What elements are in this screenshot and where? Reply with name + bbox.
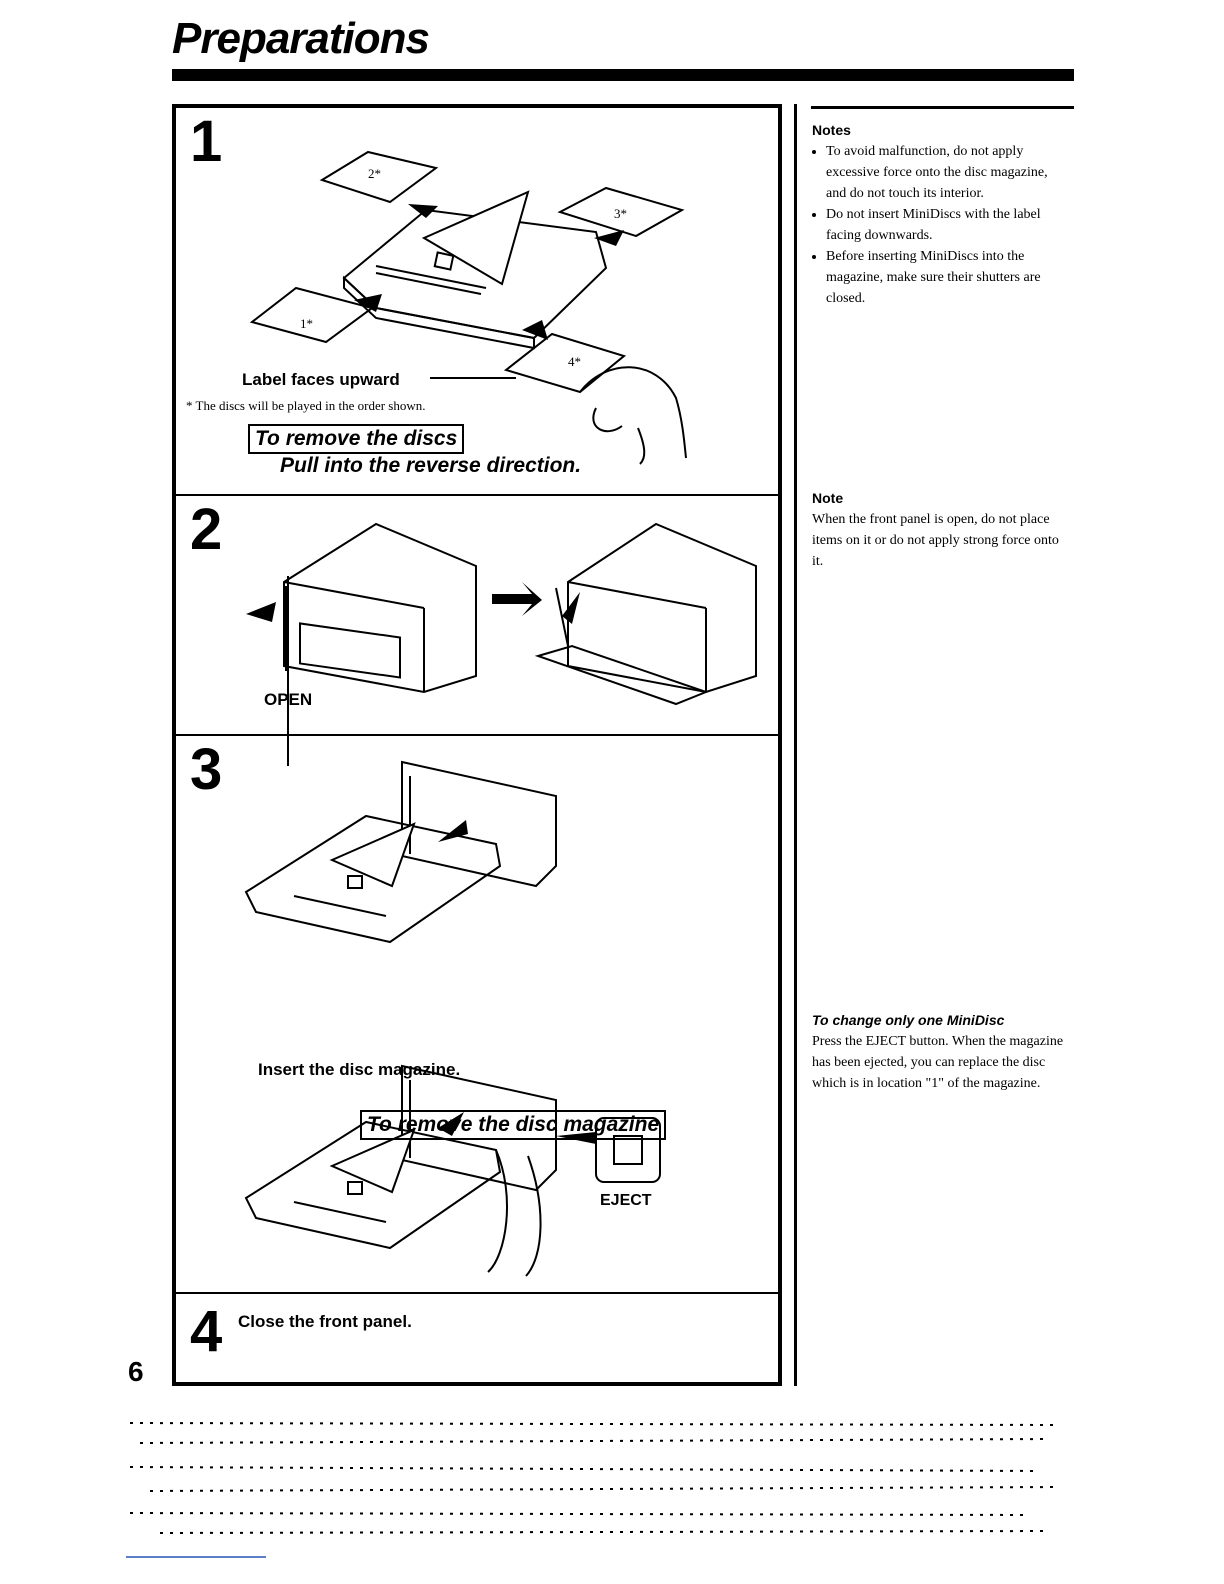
change-minidisc-heading: To change only one MiniDisc	[812, 1012, 1005, 1028]
step-2-number: 2	[190, 497, 223, 562]
step-1-panel: 1	[176, 108, 778, 496]
step-4-number: 4	[190, 1299, 223, 1364]
notes-block: Notes To avoid malfunction, do not apply…	[812, 120, 1067, 309]
label-faces-upward-caption: Label faces upward	[242, 370, 400, 389]
disc-order-footnote: * The discs will be played in the order …	[186, 398, 426, 413]
change-minidisc-text: Press the EJECT button. When the magazin…	[812, 1034, 1064, 1091]
column-divider	[794, 104, 797, 1386]
disc-order-3: 3*	[614, 206, 627, 221]
remove-discs-instruction: Pull into the reverse direction.	[280, 454, 582, 477]
note-text: When the front panel is open, do not pla…	[812, 512, 1059, 569]
change-minidisc-block: To change only one MiniDisc Press the EJ…	[812, 1010, 1067, 1094]
remove-discs-heading: To remove the discs	[248, 424, 465, 454]
steps-frame: 1	[172, 104, 782, 1386]
front-panel-open-illustration	[246, 522, 757, 766]
disc-order-4: 4*	[568, 354, 581, 369]
insert-magazine-illustration	[244, 760, 661, 1277]
eject-button-label: EJECT	[600, 1192, 652, 1209]
page-title: Preparations	[172, 14, 430, 63]
step-1-number: 1	[190, 109, 223, 174]
front-panel-note-block: Note When the front panel is open, do no…	[812, 488, 1067, 572]
scan-noise	[129, 1422, 1061, 1534]
note-item: Before inserting MiniDiscs into the maga…	[826, 246, 1067, 309]
step-4-panel: 4 Close the front panel.	[176, 1294, 778, 1382]
notes-heading: Notes	[812, 122, 851, 138]
step-2-panel: 2 OPEN	[176, 496, 778, 766]
sidebar-rule	[811, 106, 1074, 109]
step-3-number: 3	[190, 737, 223, 802]
magazine-loading-illustration	[249, 150, 687, 465]
step-3-panel: 3	[176, 736, 778, 1294]
notes-list: To avoid malfunction, do not apply exces…	[812, 141, 1067, 309]
disc-order-1: 1*	[300, 316, 313, 331]
remove-magazine-heading: To remove the disc magazine	[360, 1110, 667, 1140]
page-number: 6	[128, 1356, 144, 1387]
note-item: To avoid malfunction, do not apply exces…	[826, 141, 1067, 204]
close-front-panel-caption: Close the front panel.	[238, 1312, 412, 1331]
footer-line	[126, 1556, 266, 1558]
note-item: Do not insert MiniDiscs with the label f…	[826, 204, 1067, 246]
note-heading: Note	[812, 490, 844, 506]
title-rule	[172, 69, 1074, 81]
open-button-label: OPEN	[264, 690, 313, 709]
insert-magazine-caption: Insert the disc magazine.	[258, 1060, 461, 1079]
disc-order-2: 2*	[368, 166, 381, 181]
